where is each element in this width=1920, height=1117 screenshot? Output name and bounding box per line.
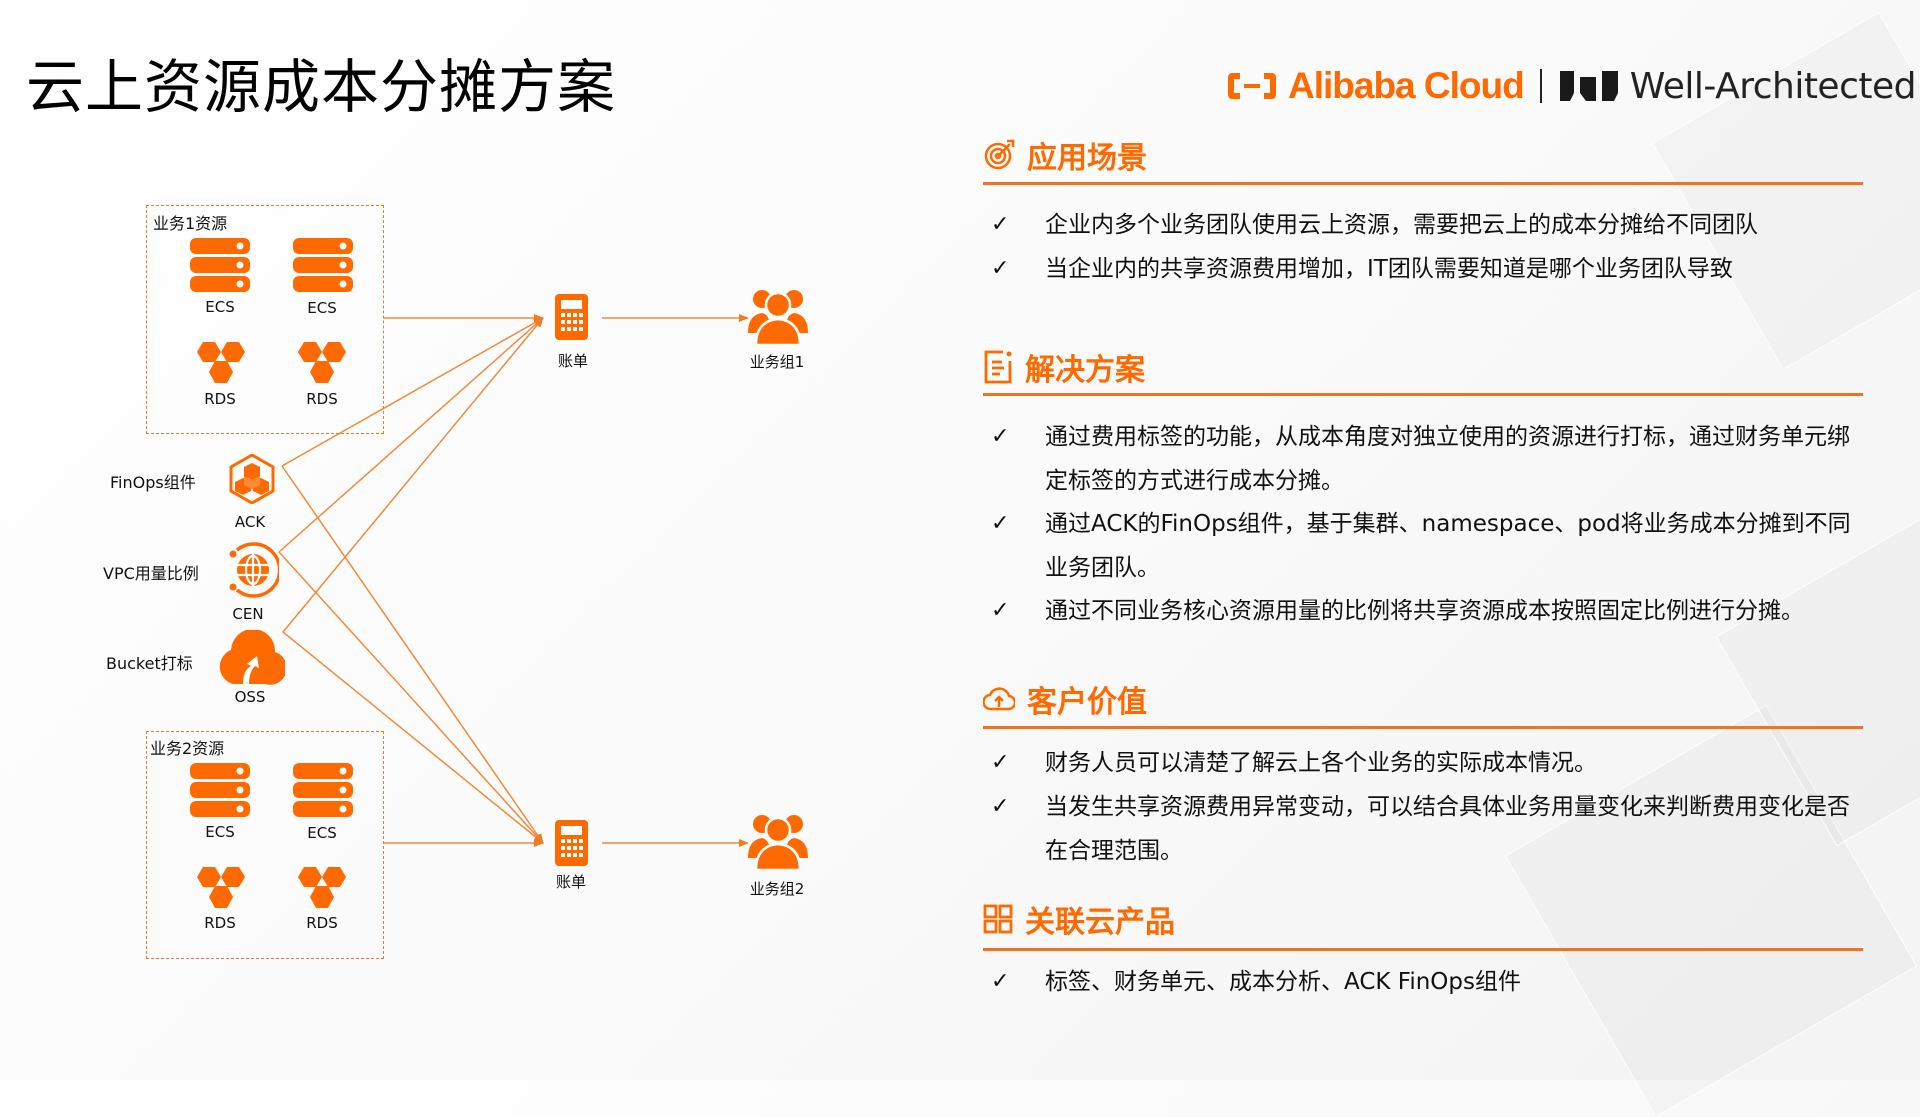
info-panel: 应用场景 ✓ 企业内多个业务团队使用云上资源，需要把云上的成本分摊给不同团队 ✓… [983,0,1863,1080]
bullet-text: 通过不同业务核心资源用量的比例将共享资源成本按照固定比例进行分摊。 [1045,598,1804,624]
line-ack-to-bill1 [281,317,544,467]
oss-label: OSS [234,688,266,706]
ecs-server-icon [293,763,353,817]
grid-icon [983,904,1013,934]
group-2-title: 业务2资源 [150,739,225,758]
rds-database-icon [197,867,245,908]
oss-cloud-icon [219,630,285,685]
cloud-upload-icon [983,687,1015,711]
bullet-text: 当发生共享资源费用异常变动，可以结合具体业务用量变化来判断费用变化是否在合理范围… [1045,794,1850,864]
section-title: 解决方案 [1025,353,1145,388]
section-divider [983,393,1863,396]
bill-label: 账单 [555,873,587,891]
section-divider [983,182,1863,185]
product-name: Well-Architected [1629,65,1917,107]
section-divider [983,726,1863,729]
rds-label: RDS [306,914,338,932]
check-icon: ✓ [991,212,1010,237]
user-group-icon [748,290,808,345]
bullet-text: 企业内多个业务团队使用云上资源，需要把云上的成本分摊给不同团队 [1045,212,1758,238]
logo: Alibaba Cloud Well-Architected [1226,64,1917,108]
ecs-server-icon [293,238,353,292]
bullet-text: 财务人员可以清楚了解云上各个业务的实际成本情况。 [1045,750,1597,776]
bill-label: 账单 [557,352,589,370]
ack-cube-icon [229,454,275,504]
section-heading: 客户价值 [983,677,1147,721]
ecs-label: ECS [307,824,337,842]
bullet-text: 通过ACK的FinOps组件，基于集群、namespace、pod将业务成本分摊… [1045,511,1851,581]
check-icon: ✓ [991,424,1010,449]
line-ack-to-bill2 [281,465,544,844]
ecs-server-icon [190,238,250,292]
rds-label: RDS [204,390,236,408]
check-icon: ✓ [991,256,1010,281]
bullet-text: 通过费用标签的功能，从成本角度对独立使用的资源进行打标，通过财务单元绑定标签的方… [1045,424,1850,494]
ecs-label: ECS [307,299,337,317]
check-icon: ✓ [991,511,1010,536]
check-icon: ✓ [991,598,1010,623]
ecs-label: ECS [205,298,235,316]
rds-label: RDS [306,390,338,408]
shared-side-label: FinOps组件 [110,473,196,492]
shared-side-label: VPC用量比例 [103,564,199,583]
brand-name: Alibaba Cloud [1288,65,1525,106]
section-heading: 关联云产品 [983,897,1175,941]
team-label: 业务组1 [749,353,805,371]
ecs-server-icon [190,763,250,817]
resource-group-1 [146,205,384,434]
check-icon: ✓ [991,750,1010,775]
alibaba-cloud-logo-icon [1228,73,1276,99]
rds-database-icon [298,867,346,908]
rds-database-icon [298,342,346,383]
rds-label: RDS [204,914,236,932]
section-title: 客户价值 [1027,685,1147,720]
connector-lines [278,314,749,847]
check-icon: ✓ [991,794,1010,819]
resource-group-2 [146,731,384,959]
section-divider [983,948,1863,951]
team-label: 业务组2 [749,880,805,898]
line-cen-to-bill2 [278,551,544,844]
shared-side-label: Bucket打标 [106,654,193,673]
line-oss-to-bill2 [282,631,544,844]
line-oss-to-bill1 [282,317,544,633]
calculator-icon [555,820,588,866]
cen-globe-icon [229,542,279,598]
target-icon [984,139,1015,170]
well-architected-logo-icon [1559,71,1618,101]
logo-divider [1539,69,1542,103]
check-icon: ✓ [991,969,1010,994]
bullet-text: 标签、财务单元、成本分析、ACK FinOps组件 [1045,969,1521,995]
ecs-label: ECS [205,823,235,841]
page-title: 云上资源成本分摊方案 [26,53,617,121]
section-title: 应用场景 [1027,141,1147,176]
group-1-title: 业务1资源 [153,214,228,233]
bullet-text: 当企业内的共享资源费用增加，IT团队需要知道是哪个业务团队导致 [1045,256,1733,282]
section-title: 关联云产品 [1025,905,1175,940]
user-group-icon [748,815,808,870]
rds-database-icon [197,342,245,383]
calculator-icon [555,294,588,340]
section-heading: 应用场景 [983,133,1147,177]
ack-label: ACK [234,513,266,531]
architecture-diagram: 业务1资源 ECS ECS RDS RDS FinOps组件 ACK VPC用量… [0,0,900,1080]
section-heading: 解决方案 [983,345,1145,389]
line-cen-to-bill1 [278,317,544,553]
cen-label: CEN [232,605,264,623]
clipboard-icon [984,350,1012,384]
